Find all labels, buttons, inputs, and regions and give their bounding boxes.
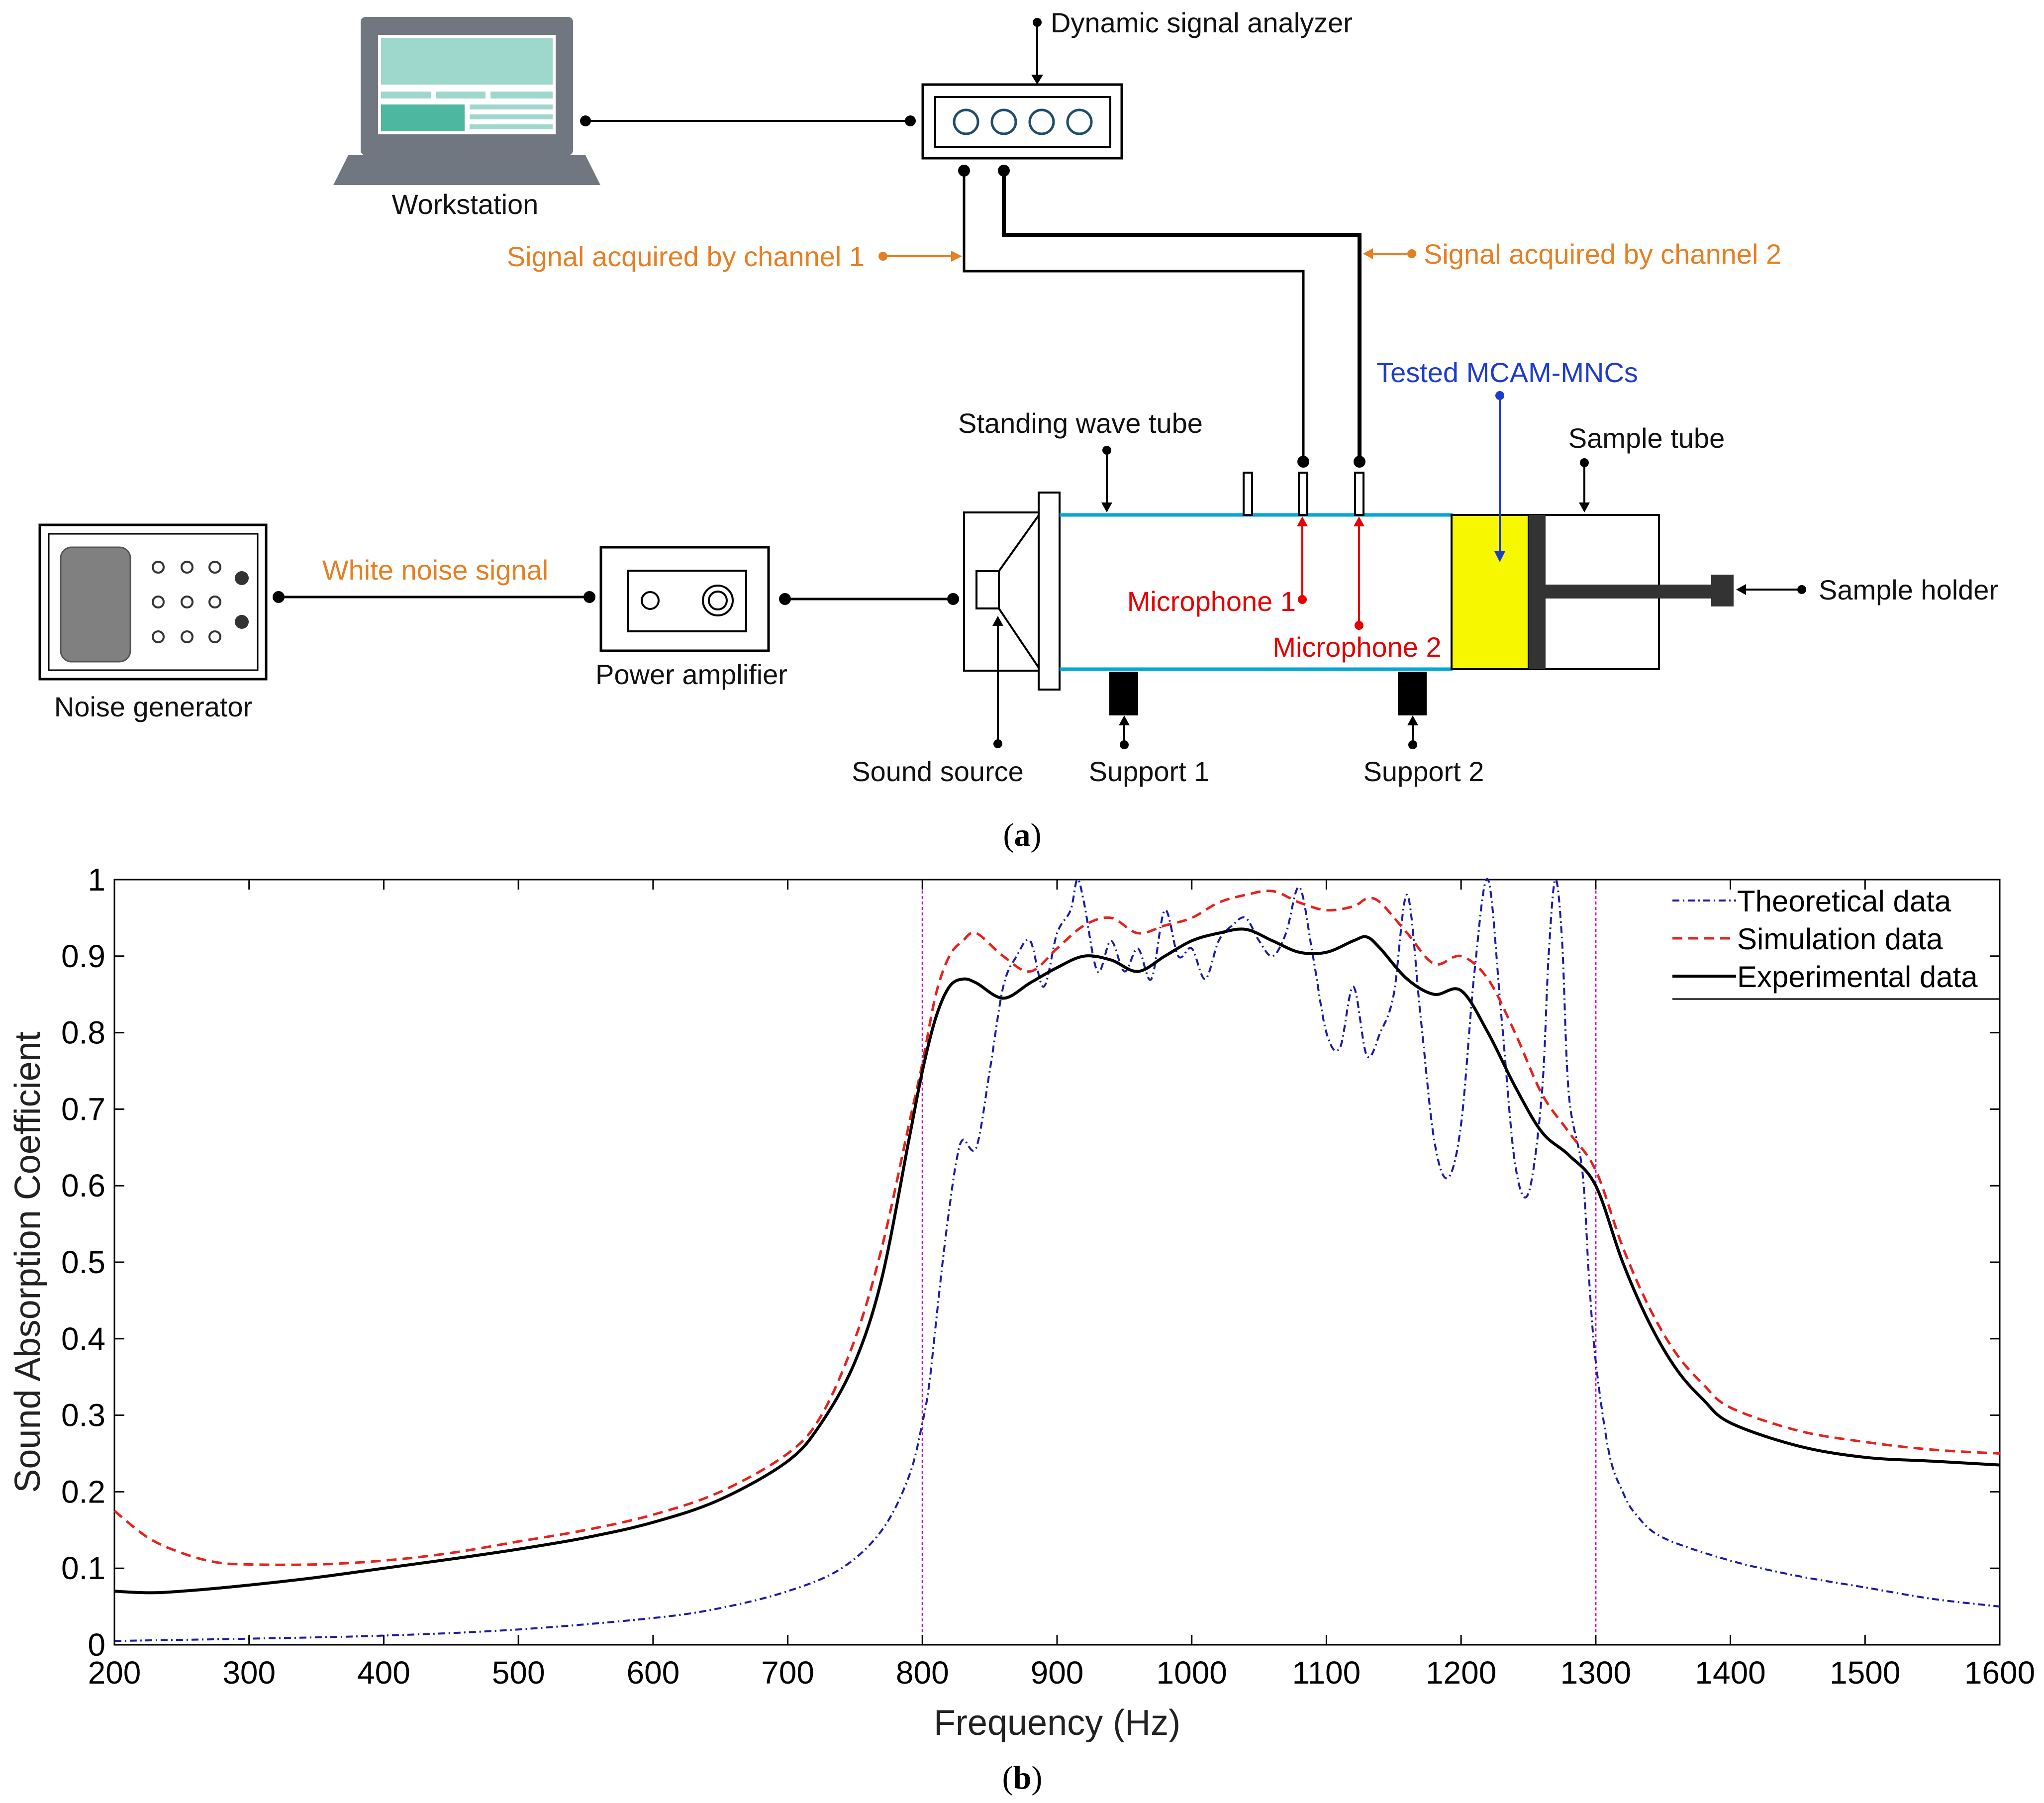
x-tick-label: 200 [88,1655,141,1691]
x-tick-label: 1000 [1157,1655,1227,1691]
sound-source-label: Sound source [852,756,1024,787]
workstation-label: Workstation [392,189,539,220]
microphone-2-label: Microphone 2 [1272,631,1441,663]
caption-b: (b) [1002,1760,1043,1796]
channel-1-label: Signal acquired by channel 1 [507,241,865,272]
y-tick-label: 0.3 [61,1398,105,1433]
y-tick-label: 0.5 [61,1244,105,1280]
ticks-layer: 200 300 400 500 600 700 800 900 1000 1100 1200 1300… [61,862,2035,1691]
caption-a: (a) [1003,817,1042,853]
x-tick-label: 300 [222,1655,276,1691]
series-layer [113,878,2000,1642]
support-1-label: Support 1 [1089,756,1210,787]
x-tick-label: 1400 [1695,1655,1765,1691]
setup-diagram: Workstation Dynamic signal analyzer Sign… [38,7,1998,853]
theoretical-series-line [114,878,2000,1642]
signal-analyzer-device [921,83,1123,160]
channel-2-label: Signal acquired by channel 2 [1424,238,1781,270]
power-amplifier-label: Power amplifier [595,659,787,690]
x-tick-label: 1100 [1292,1655,1361,1691]
noise-generator-device [38,523,268,681]
y-tick-label: 1 [88,862,105,898]
support-2-label: Support 2 [1363,756,1484,787]
x-tick-label: 700 [761,1655,814,1691]
x-tick-label: 1300 [1560,1655,1631,1691]
microphone-1-label: Microphone 1 [1127,586,1296,617]
reference-lines [921,880,1597,1645]
white-noise-label: White noise signal [322,554,548,586]
y-tick-label: 0.2 [61,1474,105,1509]
y-tick-label: 0.1 [61,1550,105,1586]
x-tick-label: 900 [1031,1655,1084,1691]
y-tick-label: 0.4 [61,1321,105,1357]
absorption-chart: 200 300 400 500 600 700 800 900 1000 1100 1200 1300… [8,862,2035,1796]
y-tick-label: 0 [88,1627,105,1663]
experimental-series-line [114,927,2000,1595]
y-axis-label: Sound Absorption Coefficient [8,1031,48,1493]
x-tick-label: 500 [492,1655,545,1691]
x-tick-label: 800 [896,1655,949,1691]
x-tick-label: 400 [357,1655,410,1691]
legend-experimental: Experimental data [1737,960,1978,994]
legend-theoretical: Theoretical data [1737,885,1951,918]
y-tick-label: 0.6 [61,1168,105,1203]
x-tick-label: 1600 [1964,1655,2035,1691]
y-tick-label: 0.7 [61,1091,105,1127]
noise-generator-label: Noise generator [54,691,252,722]
power-amplifier-device [599,546,770,652]
x-tick-label: 1200 [1426,1655,1496,1691]
signal-analyzer-label: Dynamic signal analyzer [1051,7,1353,38]
sample-tube-label: Sample tube [1568,422,1725,454]
sample-holder-label: Sample holder [1819,574,1998,605]
standing-wave-tube [1060,472,1453,715]
x-tick-label: 1500 [1830,1655,1900,1691]
x-tick-label: 600 [626,1655,680,1691]
legend-simulation: Simulation data [1737,922,1943,956]
standing-wave-tube-label: Standing wave tube [958,407,1203,439]
sound-source-speaker [963,492,1061,691]
y-tick-label: 0.9 [61,938,105,974]
plot-frame [113,879,2001,1646]
simulation-series-line [113,890,2000,1566]
workstation-laptop-icon [333,17,600,185]
x-axis-label: Frequency (Hz) [934,1703,1180,1743]
legend: Theoretical data Simulation data Experim… [1672,885,2000,1000]
tested-sample-label: Tested MCAM-MNCs [1376,357,1638,388]
tested-sample-block [1451,514,1530,670]
y-tick-label: 0.8 [61,1015,105,1051]
sample-tube [1528,514,1734,670]
